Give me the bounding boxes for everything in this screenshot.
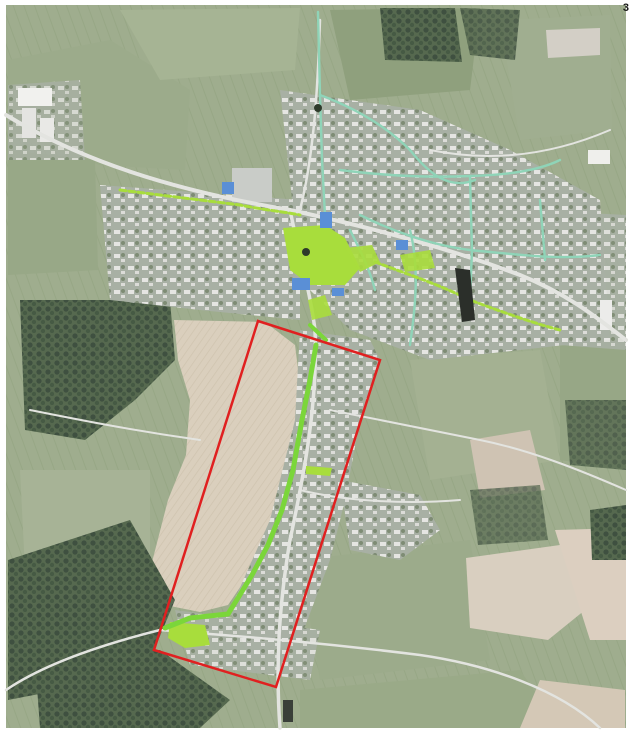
car-parks bbox=[222, 182, 408, 296]
forest-areas bbox=[8, 8, 626, 728]
dark-structures bbox=[283, 268, 475, 722]
page-number: 3 bbox=[622, 2, 629, 14]
study-area-frame bbox=[152, 319, 382, 689]
green-spaces bbox=[168, 104, 435, 648]
green-corridor bbox=[118, 188, 562, 631]
industrial-buildings bbox=[18, 88, 612, 330]
built-up-area bbox=[8, 80, 626, 680]
